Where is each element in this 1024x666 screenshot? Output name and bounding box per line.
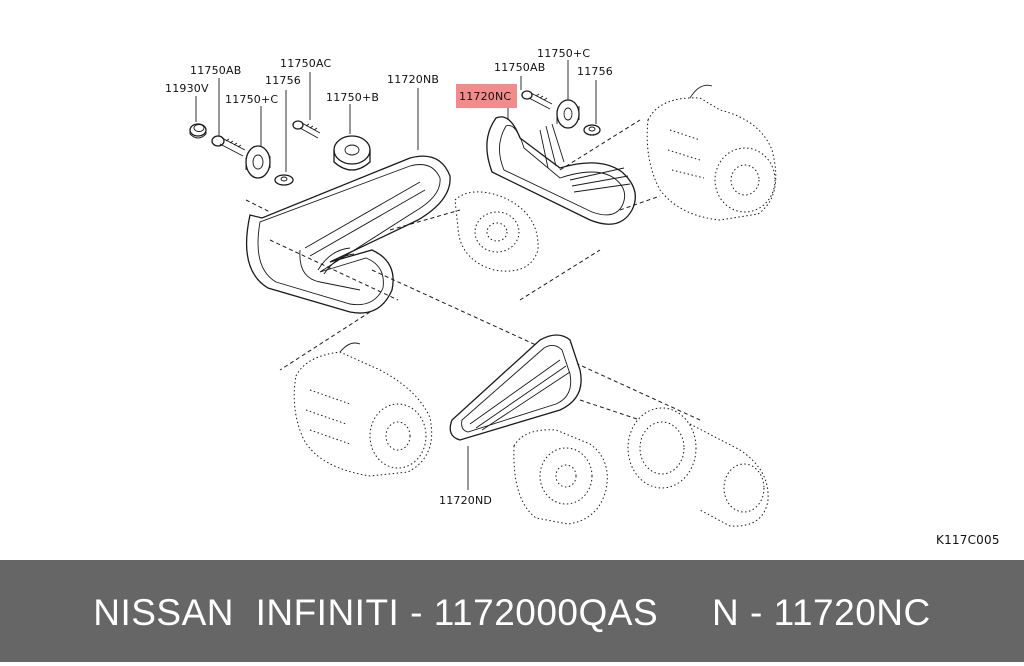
- parts-diagram: 11930V 11750AB 11756 11750+C 11750AC 117…: [165, 47, 1000, 547]
- cap-11930v-part: [189, 123, 207, 139]
- callout-11756-left: 11756: [265, 74, 301, 87]
- pulley-center-hidden: [454, 191, 539, 272]
- bolt-11750ab-right-part: [521, 90, 553, 110]
- callout-11750ab-left: 11750AB: [190, 64, 241, 77]
- idler-pulley-11750c-left-part: [245, 145, 271, 179]
- callout-11720nd: 11720ND: [439, 494, 492, 507]
- idler-pulley-11750c-right-part: [556, 99, 580, 129]
- callout-11750c-right: 11750+C: [537, 47, 590, 60]
- leader-lines-left: [195, 72, 419, 172]
- crankshaft-pulley-part: [627, 407, 769, 527]
- callout-11756-right: 11756: [577, 65, 613, 78]
- callout-11750c-left: 11750+C: [225, 93, 278, 106]
- alternator-part: [513, 429, 608, 525]
- callout-11720nc: 11720NC: [459, 90, 511, 103]
- bolt-11750ac-part: [292, 120, 321, 139]
- washer-11756-left-part: [274, 174, 294, 186]
- callout-11720nb: 11720NB: [387, 73, 439, 86]
- part-number-caption: NISSAN INFINITI - 1172000QAS N - 11720NC: [93, 592, 931, 633]
- figure-code: K117C005: [936, 533, 1000, 547]
- washer-11756-right-part: [583, 124, 601, 136]
- callout-11750ab-right: 11750AB: [494, 61, 545, 74]
- belt-11720nc-part: [486, 116, 636, 225]
- axis-lines: [245, 119, 701, 421]
- caption-bar: NISSAN INFINITI - 1172000QAS N - 11720NC: [0, 560, 1024, 662]
- idler-pulley-11750b-part: [333, 135, 371, 171]
- ac-compressor-upper-part: [646, 84, 777, 221]
- belt-11720nd-part: [449, 334, 582, 490]
- ac-compressor-lower-part: [293, 342, 433, 477]
- callout-11930v: 11930V: [165, 82, 209, 95]
- bolt-11750ab-left-part: [211, 135, 246, 157]
- callout-11750b: 11750+B: [326, 91, 379, 104]
- callout-11750ac: 11750AC: [280, 57, 332, 70]
- callout-highlight: [456, 84, 517, 108]
- belt-diagram-drawing: 11930V 11750AB 11756 11750+C 11750AC 117…: [165, 47, 1000, 547]
- belt-11720nb-part: [245, 155, 451, 314]
- leader-lines-right: [507, 60, 597, 124]
